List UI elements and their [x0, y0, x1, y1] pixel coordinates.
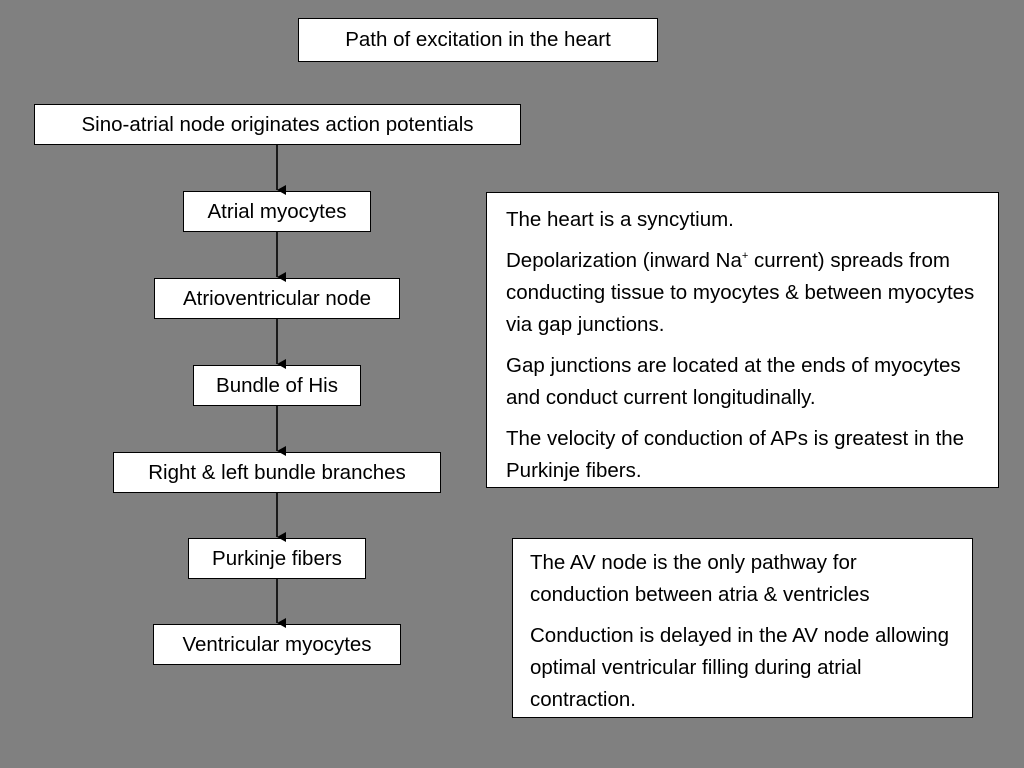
flow-step-label: Sino-atrial node originates action poten… — [81, 112, 474, 136]
flow-step-label: Ventricular myocytes — [182, 632, 372, 656]
sodium-charge-superscript: + — [741, 250, 749, 262]
flow-step-label: Atrioventricular node — [182, 286, 371, 310]
av-node-notes-box: The AV node is the only pathway for cond… — [512, 538, 973, 718]
flow-step-av-node: Atrioventricular node — [154, 278, 400, 319]
syncytium-notes-box: The heart is a syncytium. Depolarization… — [486, 192, 999, 488]
av-note-1: The AV node is the only pathway for cond… — [530, 551, 870, 606]
flow-step-bundle-of-his: Bundle of His — [193, 365, 361, 406]
flow-step-label: Right & left bundle branches — [148, 460, 406, 484]
flow-step-purkinje-fibers: Purkinje fibers — [188, 538, 366, 579]
flow-step-label: Atrial myocytes — [207, 199, 347, 223]
syncytium-note-2: Depolarization (inward Na+ current) spre… — [506, 245, 984, 341]
note-text: current) spreads from conducting tissue … — [506, 249, 975, 336]
flow-step-sa-node: Sino-atrial node originates action poten… — [34, 104, 521, 145]
flow-step-atrial-myocytes: Atrial myocytes — [183, 191, 371, 232]
flow-step-bundle-branches: Right & left bundle branches — [113, 452, 441, 493]
diagram-title-text: Path of excitation in the heart — [345, 28, 611, 51]
flow-step-ventricular-myocytes: Ventricular myocytes — [153, 624, 401, 665]
flow-step-label: Purkinje fibers — [212, 546, 342, 570]
syncytium-note-3: Gap junctions are located at the ends of… — [506, 354, 961, 409]
av-note-2: Conduction is delayed in the AV node all… — [530, 624, 950, 711]
flow-step-label: Bundle of His — [216, 373, 338, 397]
diagram-title: Path of excitation in the heart — [298, 18, 658, 62]
note-text: Depolarization (inward Na — [506, 249, 742, 272]
syncytium-note-4: The velocity of conduction of APs is gre… — [506, 427, 965, 482]
syncytium-note-1: The heart is a syncytium. — [506, 208, 734, 231]
